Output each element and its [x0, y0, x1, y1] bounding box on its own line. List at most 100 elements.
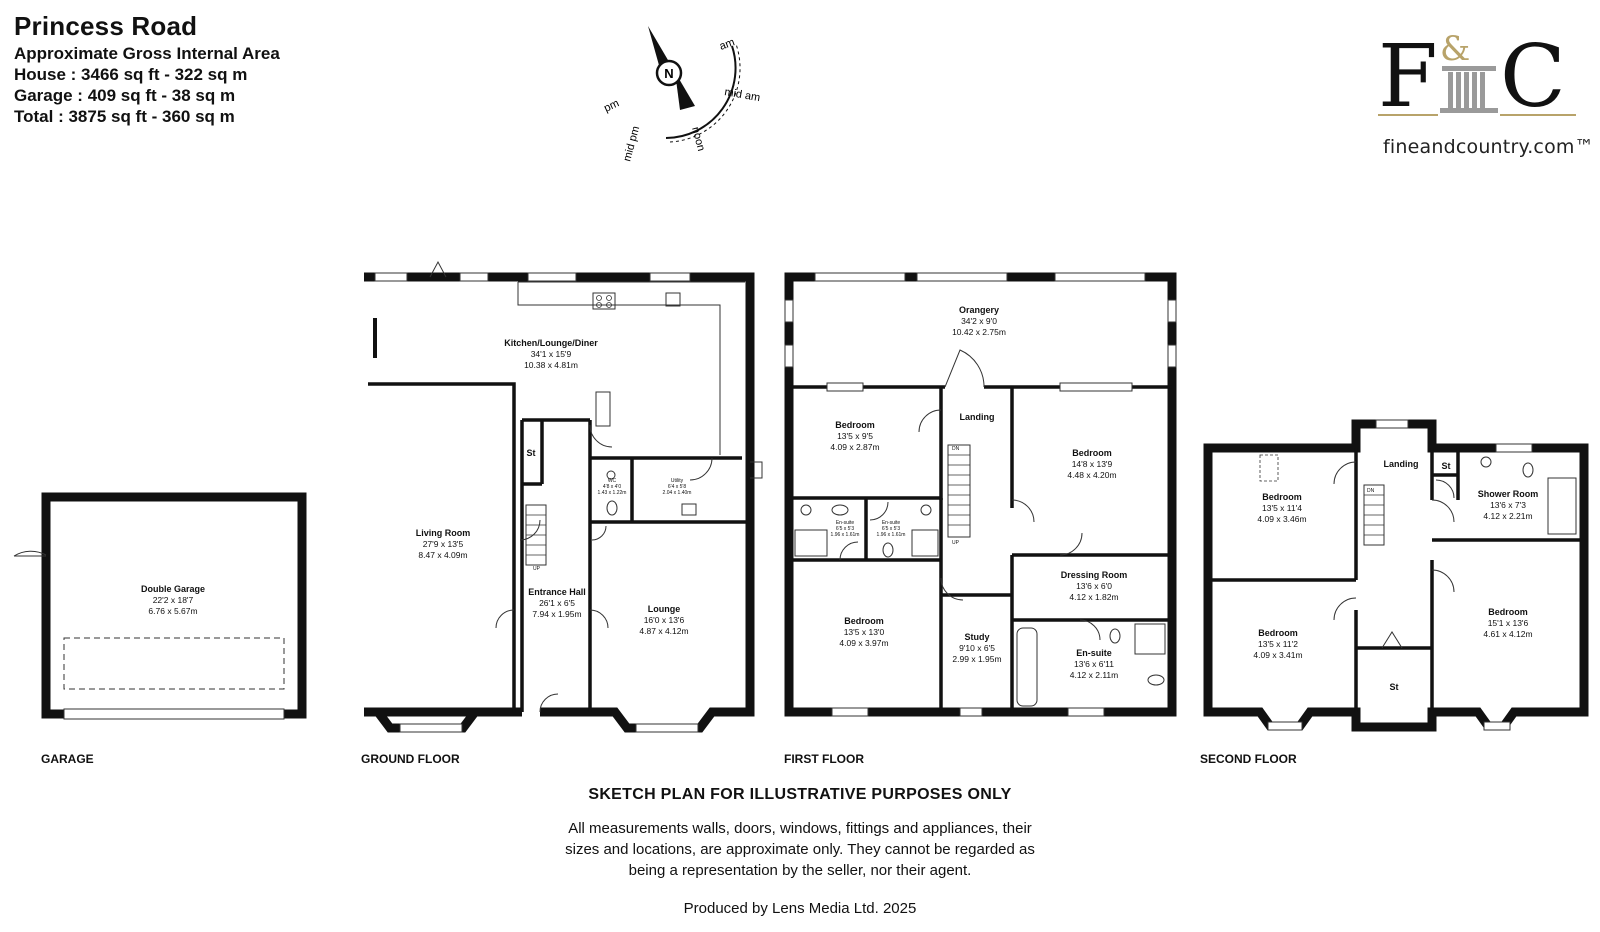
logo-rule-left — [1378, 114, 1438, 116]
room-name: Lounge — [648, 604, 681, 614]
stairs-down-label: DN — [952, 446, 960, 452]
room-imperial: 13'5 x 13'0 — [844, 627, 885, 637]
room-imperial: 34'1 x 15'9 — [531, 349, 572, 359]
stairs-up-label: UP — [952, 540, 960, 546]
south-arrow-icon — [675, 72, 695, 110]
window — [399, 723, 463, 733]
room-imperial: 26'1 x 6'5 — [539, 598, 575, 608]
room-metric: 4.12 x 2.11m — [1070, 670, 1119, 680]
bath-icon — [1016, 627, 1038, 707]
window — [814, 272, 906, 282]
room-imperial: 6'5 x 5'3 — [836, 526, 855, 532]
window — [1167, 299, 1177, 323]
ground-outline — [364, 272, 755, 733]
house-area: House : 3466 sq ft - 322 sq m — [14, 64, 248, 84]
basin-icon — [1480, 456, 1492, 468]
basin-icon — [800, 504, 812, 516]
window — [1054, 272, 1146, 282]
room-name: Bedroom — [1488, 607, 1528, 617]
room-metric: 4.48 x 4.20m — [1067, 470, 1116, 480]
room-metric: 4.12 x 2.21m — [1483, 511, 1532, 521]
room-imperial: 13'6 x 6'11 — [1074, 659, 1114, 669]
ensuite-walls — [789, 496, 943, 712]
stairs-down-label: DN — [1367, 488, 1375, 494]
floor-label-garage: GARAGE — [41, 752, 94, 766]
room-name: Orangery — [959, 305, 999, 315]
window — [1059, 382, 1133, 392]
disclaimer-title: SKETCH PLAN FOR ILLUSTRATIVE PURPOSES ON… — [588, 786, 1012, 803]
basin-icon — [1147, 674, 1165, 686]
staircase: UP — [525, 504, 547, 572]
hall-walls — [520, 418, 592, 712]
wc-utility-walls — [590, 456, 750, 524]
window — [916, 272, 1008, 282]
window — [831, 707, 869, 717]
room-metric: 4.87 x 4.12m — [639, 626, 688, 636]
logo-letter-f: F — [1378, 28, 1438, 127]
window — [1495, 443, 1533, 453]
front-door — [539, 693, 559, 713]
dressing-study-walls — [941, 553, 1172, 712]
window — [527, 272, 577, 282]
door-swing — [940, 577, 964, 601]
property-header: Princess Road Approximate Gross Internal… — [14, 10, 280, 128]
room-imperial: 15'1 x 13'6 — [1488, 618, 1529, 628]
north-label: N — [664, 66, 673, 81]
window — [959, 707, 983, 717]
door-swing — [1333, 461, 1357, 485]
logo-rule-right — [1500, 114, 1576, 116]
room-metric: 4.61 x 4.12m — [1483, 629, 1532, 639]
room-metric: 4.09 x 3.97m — [839, 638, 888, 648]
room-name: Utility — [671, 478, 684, 484]
window — [1483, 721, 1511, 731]
room-name: En-suite — [836, 520, 855, 526]
ground-floor-plan: UP Kitchen/Lounge/Diner 34'1 x 15'9 10.3… — [364, 260, 763, 733]
producer-credit: Produced by Lens Media Ltd. 2025 — [683, 900, 917, 917]
room-imperial: 13'5 x 9'5 — [837, 431, 873, 441]
door-swing — [839, 541, 859, 561]
room-name: Bedroom — [844, 616, 884, 626]
door-swing — [1059, 532, 1083, 556]
room-metric: 4.12 x 1.82m — [1069, 592, 1118, 602]
room-metric: 10.38 x 4.81m — [524, 360, 578, 370]
room-metric: 4.09 x 3.46m — [1257, 514, 1306, 524]
door-swing — [944, 349, 985, 388]
door-swing — [1435, 479, 1455, 499]
room-imperial: 13'5 x 11'2 — [1258, 639, 1298, 649]
sun-arc — [665, 45, 737, 139]
window — [1267, 721, 1303, 731]
door-swing — [1431, 499, 1455, 523]
room-imperial: 27'9 x 13'5 — [423, 539, 464, 549]
window — [784, 344, 794, 368]
room-name: Kitchen/Lounge/Diner — [504, 338, 598, 348]
garage-side-door — [13, 550, 47, 557]
room-metric: 8.47 x 4.09m — [418, 550, 467, 560]
room-name: Entrance Hall — [528, 587, 586, 597]
back-door — [750, 461, 763, 479]
room-metric: 4.09 x 3.41m — [1253, 650, 1302, 660]
room-name: Shower Room — [1478, 489, 1539, 499]
area-label: Approximate Gross Internal Area — [14, 43, 280, 63]
toilet-icon — [882, 542, 894, 558]
window — [459, 272, 489, 282]
kitchen-counter — [517, 282, 721, 455]
logo-ampersand: & — [1440, 29, 1470, 69]
room-metric: 10.42 x 2.75m — [952, 327, 1006, 337]
room-imperial: 6'5 x 5'3 — [882, 526, 901, 532]
toilet-icon — [1109, 628, 1121, 644]
wall-unit — [373, 318, 377, 358]
room-metric: 1.43 x 1.22m — [598, 490, 627, 496]
garage-outline — [41, 492, 307, 719]
logo-letter-c: C — [1500, 28, 1566, 127]
room-name: Bedroom — [835, 420, 875, 430]
living-room-wall — [368, 382, 516, 712]
door-swing — [589, 424, 613, 448]
sun-arc-dashed — [669, 43, 741, 143]
window — [374, 272, 408, 282]
room-name: Bedroom — [1258, 628, 1298, 638]
store-walls — [1354, 610, 1432, 712]
room-name: WC — [608, 478, 617, 484]
bedroom-walls-left — [1212, 448, 1358, 582]
room-metric: 1.96 x 1.61m — [831, 532, 860, 538]
